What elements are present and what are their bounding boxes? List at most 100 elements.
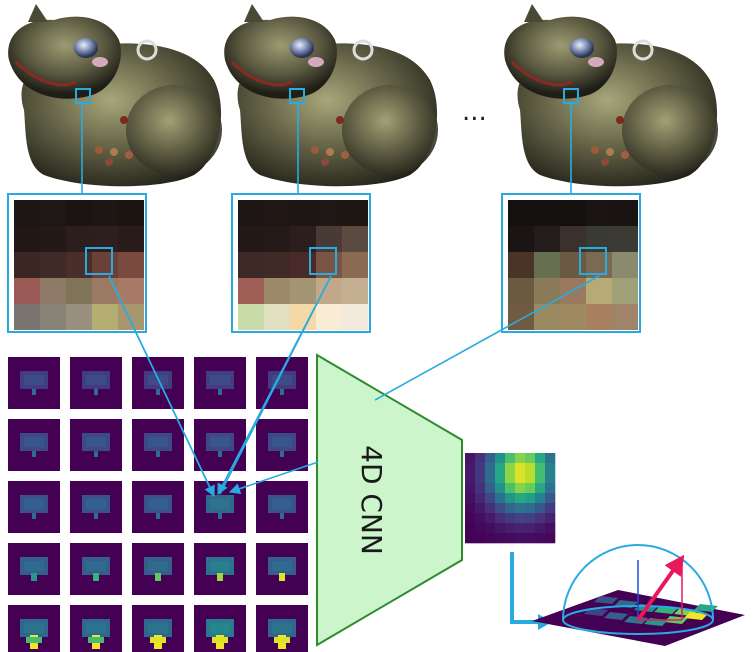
patch-cell — [342, 252, 368, 278]
output-map-cell — [485, 483, 496, 494]
cat-ring — [136, 39, 158, 61]
output-map-cell — [475, 463, 486, 474]
patch-cell — [342, 200, 368, 226]
patch-cell — [508, 200, 534, 226]
output-map-cell — [545, 533, 556, 544]
patch-cell — [534, 304, 560, 330]
output-map-cell — [535, 533, 546, 544]
patch-cell — [612, 200, 638, 226]
output-map-cell — [515, 483, 526, 494]
output-map-cell — [495, 503, 506, 514]
patch-cell — [14, 252, 40, 278]
output-map-cell — [485, 493, 496, 504]
hemisphere-floor-cell — [624, 616, 648, 624]
observation-map — [70, 543, 122, 595]
patch-cell — [342, 226, 368, 252]
observation-map-spot — [279, 573, 285, 581]
output-map-cell — [495, 513, 506, 524]
observation-map — [8, 605, 60, 652]
output-map-cell — [505, 523, 516, 534]
observation-map — [70, 419, 122, 471]
output-map-cell — [545, 473, 556, 484]
cat-eye — [570, 38, 594, 58]
output-map-cell — [525, 473, 536, 484]
output-map-cell — [525, 503, 536, 514]
patch-cell — [508, 226, 534, 252]
pixel-selector — [75, 88, 91, 104]
cat-collar — [510, 60, 573, 87]
patch-cell — [316, 304, 342, 330]
cat-renders — [8, 4, 718, 187]
patch-cell — [612, 226, 638, 252]
output-map-cell — [495, 463, 506, 474]
output-map-cell — [465, 503, 476, 514]
pixel-patches — [7, 193, 641, 333]
cat-collar — [14, 60, 77, 87]
observation-map-core — [210, 375, 230, 385]
observation-map — [70, 357, 122, 409]
output-map-cell — [495, 533, 506, 544]
hemisphere-floor-cell — [604, 612, 628, 620]
observation-map — [132, 543, 184, 595]
pixel-patch-2 — [231, 193, 371, 333]
cat-decoration — [326, 148, 334, 156]
patch-cell — [316, 200, 342, 226]
patch-cell — [92, 304, 118, 330]
output-map-cell — [525, 453, 536, 464]
output-map-cell — [505, 513, 516, 524]
output-map-cell — [535, 453, 546, 464]
observation-map-core — [272, 561, 292, 571]
cat-decoration — [606, 148, 614, 156]
observation-map-core — [210, 437, 230, 447]
output-map-cell — [545, 483, 556, 494]
output-map-cell — [465, 513, 476, 524]
patch-cell — [612, 304, 638, 330]
output-map-cell — [495, 493, 506, 504]
cat-decoration — [616, 116, 624, 124]
patch-cell — [238, 252, 264, 278]
patch-cell — [66, 278, 92, 304]
observation-map-spot — [156, 451, 160, 457]
observation-map-spot — [32, 389, 36, 395]
patch-cell — [40, 226, 66, 252]
cat-ear — [244, 4, 264, 22]
output-map-cell — [525, 463, 536, 474]
output-map-cell — [515, 513, 526, 524]
observation-map-core — [272, 375, 292, 385]
observation-map — [70, 481, 122, 533]
observation-map — [194, 357, 246, 409]
patch-cell — [40, 304, 66, 330]
patch-cell — [264, 226, 290, 252]
connectors — [81, 103, 600, 498]
output-map-cell — [475, 473, 486, 484]
patch-cell — [534, 200, 560, 226]
patch-cell — [40, 252, 66, 278]
output-map-cell — [505, 483, 516, 494]
output-map-cell — [475, 523, 486, 534]
output-map-cell — [485, 523, 496, 534]
observation-map — [256, 481, 308, 533]
output-map-cell — [515, 523, 526, 534]
observation-map — [132, 605, 184, 652]
observation-map-spot — [156, 389, 160, 395]
observation-map-spot — [93, 573, 99, 581]
output-map-cell — [515, 463, 526, 474]
patch-cell — [290, 200, 316, 226]
patch-cell — [586, 278, 612, 304]
observation-map-spot — [274, 637, 290, 643]
output-map-cell — [485, 503, 496, 514]
observation-map — [194, 419, 246, 471]
connector-line — [374, 275, 600, 401]
cat-render-2 — [224, 4, 438, 187]
output-map-cell — [505, 463, 516, 474]
observation-map — [132, 481, 184, 533]
patch-cell — [612, 252, 638, 278]
patch-cell — [66, 304, 92, 330]
cat-decoration — [311, 146, 319, 154]
cnn-block — [316, 353, 463, 647]
observation-map-core — [86, 561, 106, 571]
patch-cell — [92, 200, 118, 226]
patch-cell — [264, 278, 290, 304]
cat-haunch — [342, 85, 438, 175]
